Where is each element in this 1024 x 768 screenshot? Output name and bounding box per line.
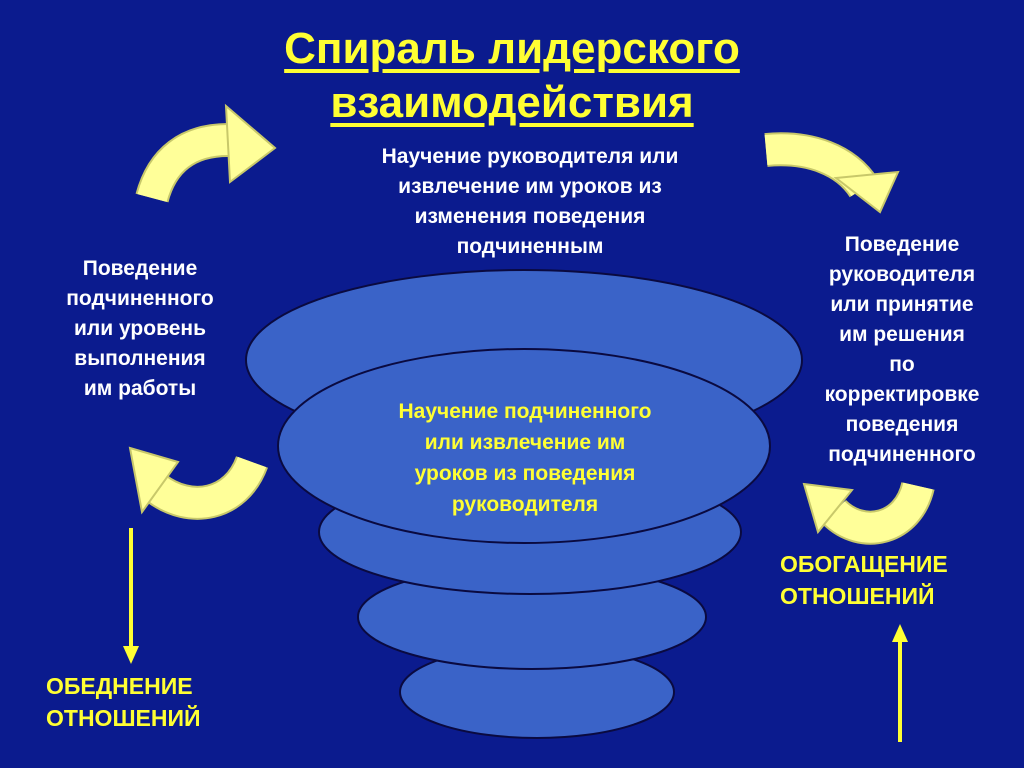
right-block-line: руководителя	[828, 263, 976, 286]
center-block-text: Научение подчиненного или извлечение им …	[290, 396, 760, 520]
curved-arrow-top-right-icon	[764, 132, 900, 214]
curved-arrow-top-left-icon	[135, 103, 277, 204]
title-line-1: Спираль лидерского	[284, 24, 740, 73]
slide-title: Спираль лидерского взаимодействия	[0, 22, 1024, 130]
right-block-line: им решения	[839, 323, 965, 346]
left-block-line: выполнения	[74, 347, 206, 370]
left-outcome-label: ОБЕДНЕНИЕ ОТНОШЕНИЙ	[46, 670, 201, 734]
right-outcome-label: ОБОГАЩЕНИЕ ОТНОШЕНИЙ	[780, 548, 948, 612]
top-block-line: изменения поведения	[414, 205, 646, 228]
spiral-disc-2	[277, 348, 771, 544]
center-block-line: или извлечение им	[424, 431, 626, 454]
left-outcome-line: ОБЕДНЕНИЕ	[46, 673, 193, 699]
left-block-text: Поведение подчиненного или уровень выпол…	[30, 254, 250, 404]
arrow-up-right-icon	[892, 624, 908, 742]
left-block-line: Поведение	[82, 257, 198, 280]
curved-arrow-bottom-left-icon	[128, 446, 268, 520]
right-block-line: или принятие	[830, 293, 974, 316]
top-block-line: извлечение им уроков из	[398, 175, 662, 198]
center-block-line: уроков из поведения	[414, 462, 636, 485]
right-block-line: поведения	[845, 413, 959, 436]
left-block-line: подчиненного	[66, 287, 214, 310]
right-block-line: по	[889, 353, 915, 376]
left-outcome-line: ОТНОШЕНИЙ	[46, 705, 201, 731]
curved-arrow-bottom-right-icon	[802, 481, 935, 545]
right-outcome-line: ОТНОШЕНИЙ	[780, 583, 935, 609]
right-block-line: Поведение	[844, 233, 960, 256]
right-block-text: Поведение руководителя или принятие им р…	[790, 230, 1014, 470]
right-outcome-line: ОБОГАЩЕНИЕ	[780, 551, 948, 577]
left-block-line: им работы	[83, 377, 197, 400]
title-line-2: взаимодействия	[330, 78, 694, 127]
left-block-line: или уровень	[74, 317, 206, 340]
right-block-line: корректировке	[824, 383, 980, 406]
top-block-text: Научение руководителя или извлечение им …	[300, 142, 760, 262]
arrow-down-left-icon	[123, 528, 139, 664]
top-block-line: подчиненным	[456, 235, 604, 258]
top-block-line: Научение руководителя или	[381, 145, 679, 168]
center-block-line: руководителя	[451, 493, 599, 516]
center-block-line: Научение подчиненного	[398, 400, 652, 423]
right-block-line: подчиненного	[828, 443, 976, 466]
